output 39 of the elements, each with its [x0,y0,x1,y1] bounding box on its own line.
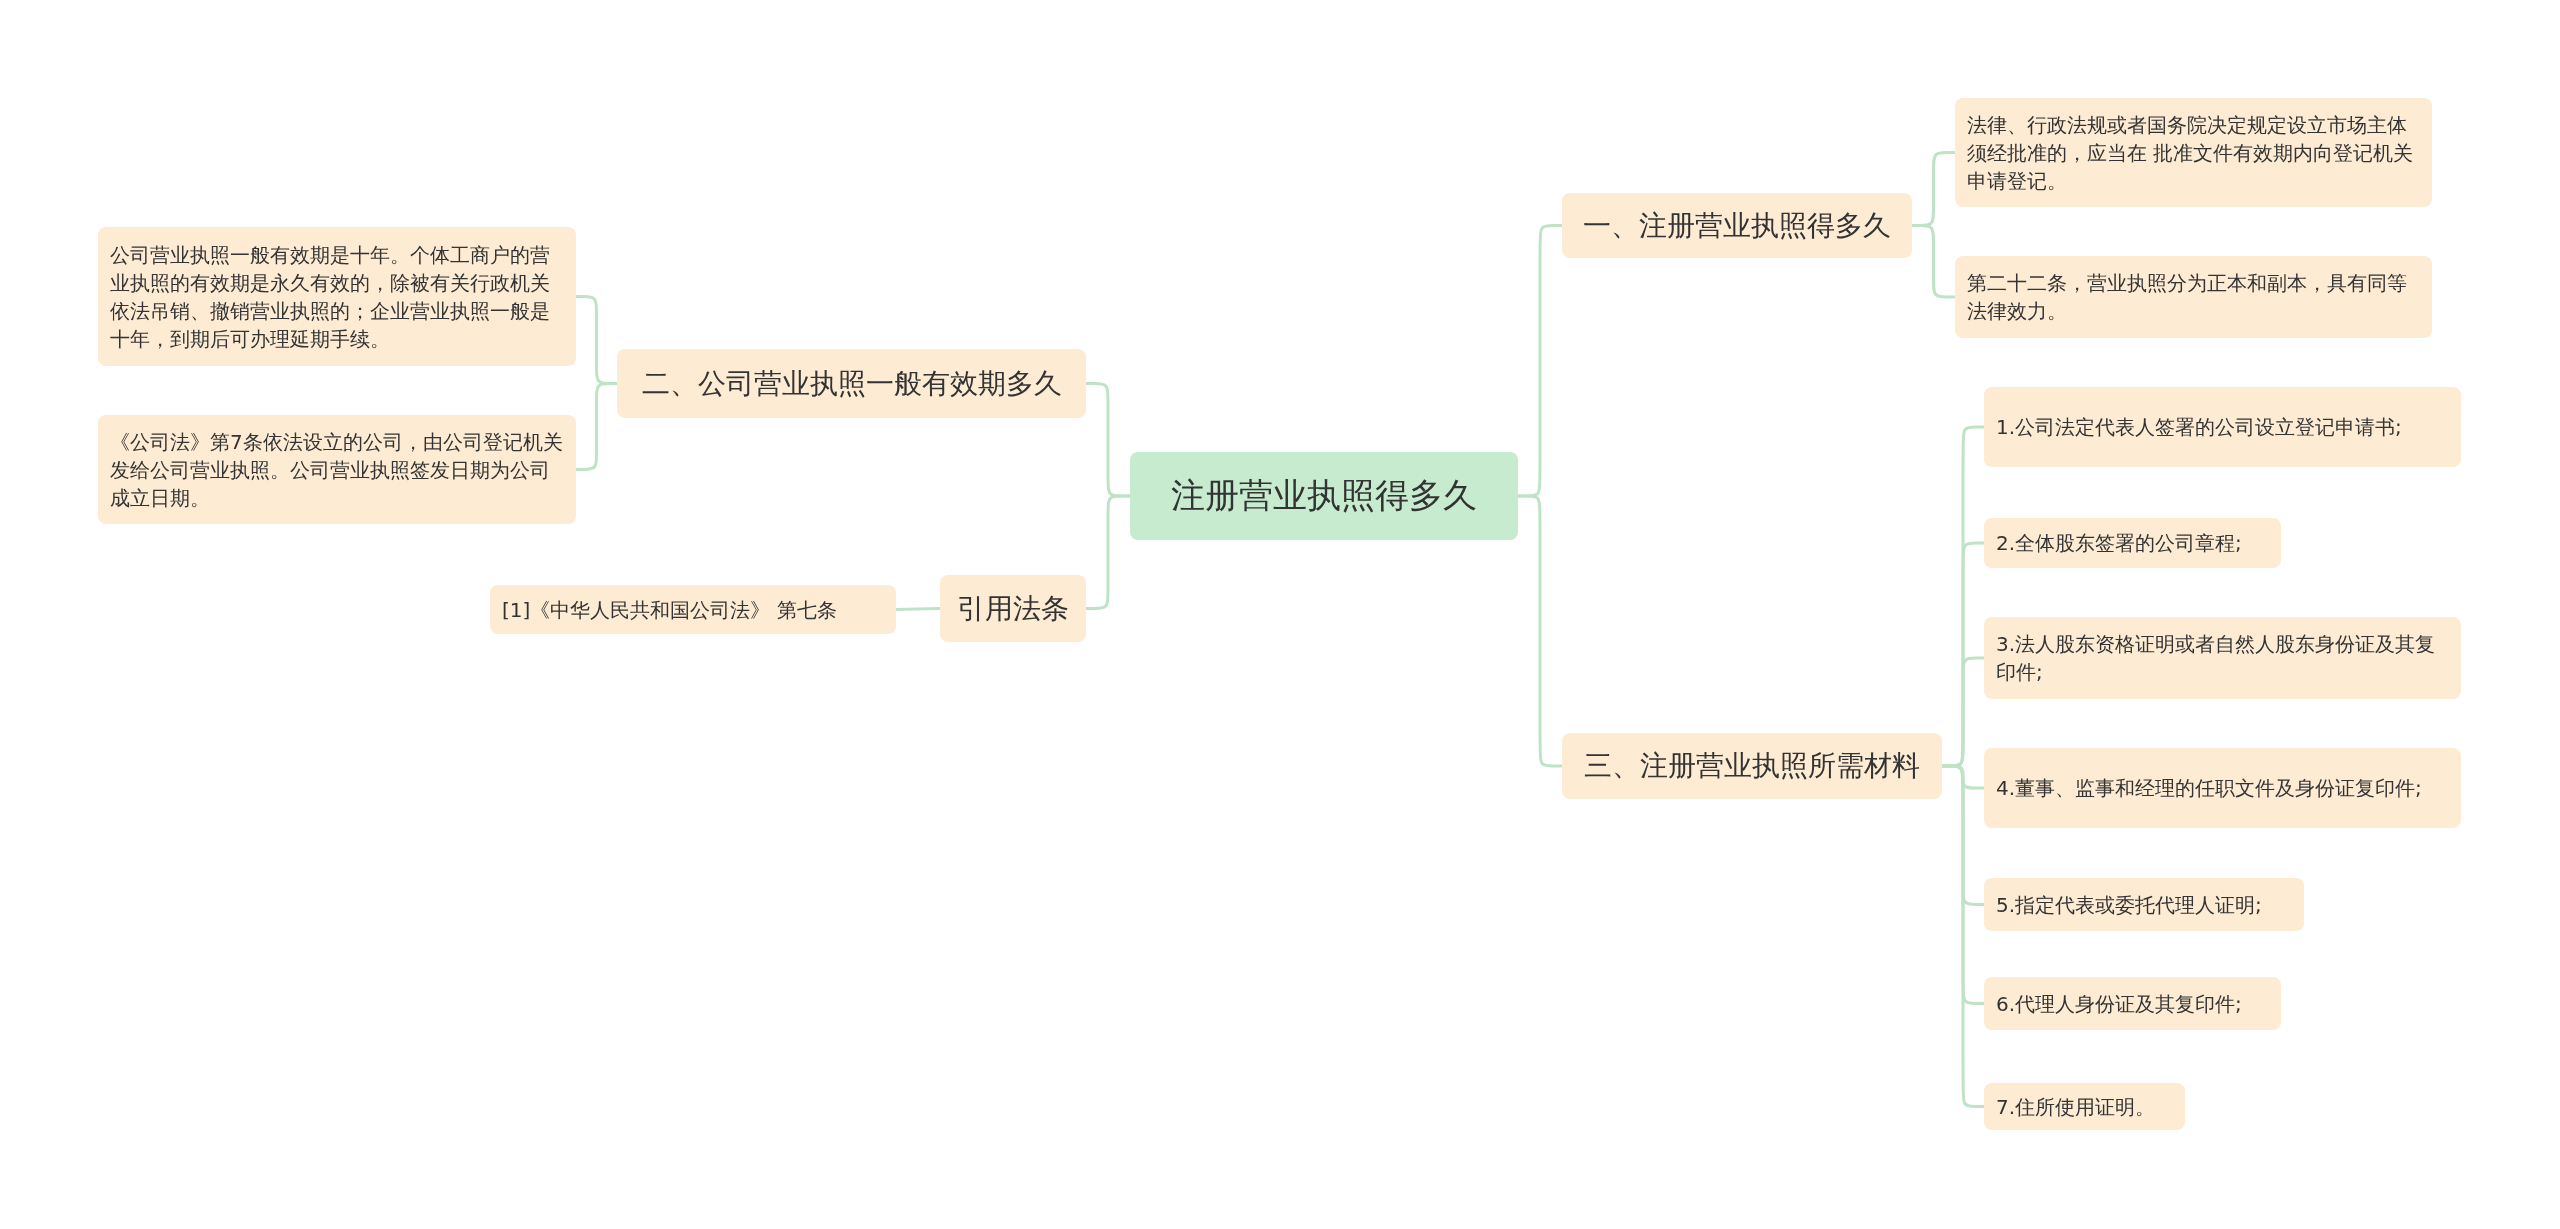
topic-text: 一、注册营业执照得多久 [1583,207,1891,244]
topic-text: 7.住所使用证明。 [1996,1093,2156,1121]
connector-line [1084,494,1132,610]
leaf-topic [98,415,576,524]
topic-text: 5.指定代表或委托代理人证明; [1996,891,2262,919]
leaf-topic [1984,878,2304,931]
leaf-topic [98,227,576,366]
topic-text: 公司营业执照一般有效期是十年。个体工商户的营业执照的有效期是永久有效的，除被有关行政机关依法吊销、撤销营业执照的；企业营业执照一般是十年，到期后可办理延期手续。 [110,241,551,353]
topic-text: 二、公司营业执照一般有效期多久 [641,365,1062,402]
leaf-topic [1984,617,2461,699]
topic-text: 1.公司法定代表人签署的公司设立登记申请书; [1996,414,2402,441]
topic-text: 2.全体股东签署的公司章程; [1996,530,2242,557]
branch-topic [1562,733,1942,799]
root-topic [1130,452,1518,540]
topic-text: 引用法条 [957,590,1069,627]
leaf-topic [1984,518,2281,568]
leaf-topic [1984,748,2461,828]
branch-topic [1562,193,1912,258]
leaf-topic [1984,387,2461,467]
topic-text: 4.董事、监事和经理的任职文件及身份证复印件; [1996,775,2422,802]
topic-text: 注册营业执照得多久 [1171,474,1477,517]
leaf-topic [1955,98,2432,207]
branch-topic [940,575,1086,642]
leaf-topic [490,585,896,634]
connector-line [1910,224,1957,299]
leaf-topic [1955,256,2432,338]
topic-text: 法律、行政法规或者国务院决定规定设立市场主体须经批准的，应当在 批准文件有效期内向登记机关申请登记。 [1967,111,2415,195]
connector-line [895,607,941,611]
connector-line [574,382,619,471]
connector-line [1516,494,1564,768]
topic-text: 三、注册营业执照所需材料 [1584,748,1920,784]
topic-text: 6.代理人身份证及其复印件; [1996,990,2242,1018]
leaf-topic [1984,1083,2185,1130]
topic-text: 3.法人股东资格证明或者自然人股东身份证及其复印件; [1996,631,2437,686]
topic-text: [1]《中华人民共和国公司法》 第七条 [502,596,837,624]
topic-text: 第二十二条，营业执照分为正本和副本，具有同等法律效力。 [1967,270,2408,325]
topic-text: 《公司法》第7条依法设立的公司，由公司登记机关发给公司营业执照。公司营业执照签发日期为公司成立日期。 [110,428,564,512]
branch-topic [617,349,1086,418]
leaf-topic [1984,977,2281,1030]
